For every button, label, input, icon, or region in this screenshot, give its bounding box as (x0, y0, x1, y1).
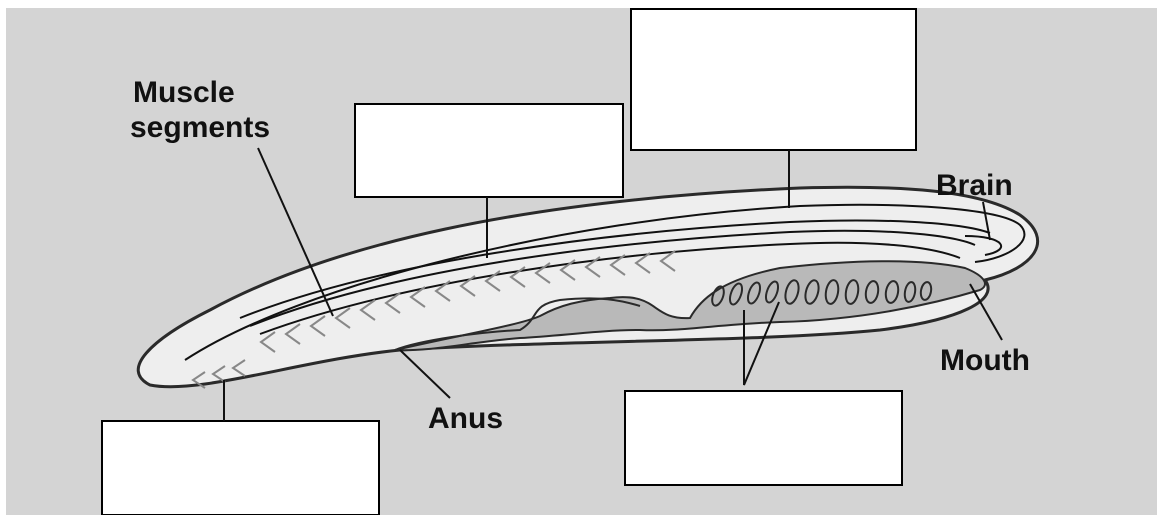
label-mouth: Mouth (940, 344, 1030, 377)
label-muscle-segments-line1: Muscle (133, 76, 235, 109)
blank-label-box-1[interactable] (355, 104, 623, 197)
blank-label-box-2[interactable] (631, 9, 916, 150)
blank-label-box-4[interactable] (625, 391, 902, 485)
blank-label-box-3[interactable] (102, 421, 379, 515)
label-muscle-segments-line2: segments (130, 111, 270, 144)
label-brain: Brain (936, 169, 1013, 202)
label-anus: Anus (428, 402, 503, 435)
